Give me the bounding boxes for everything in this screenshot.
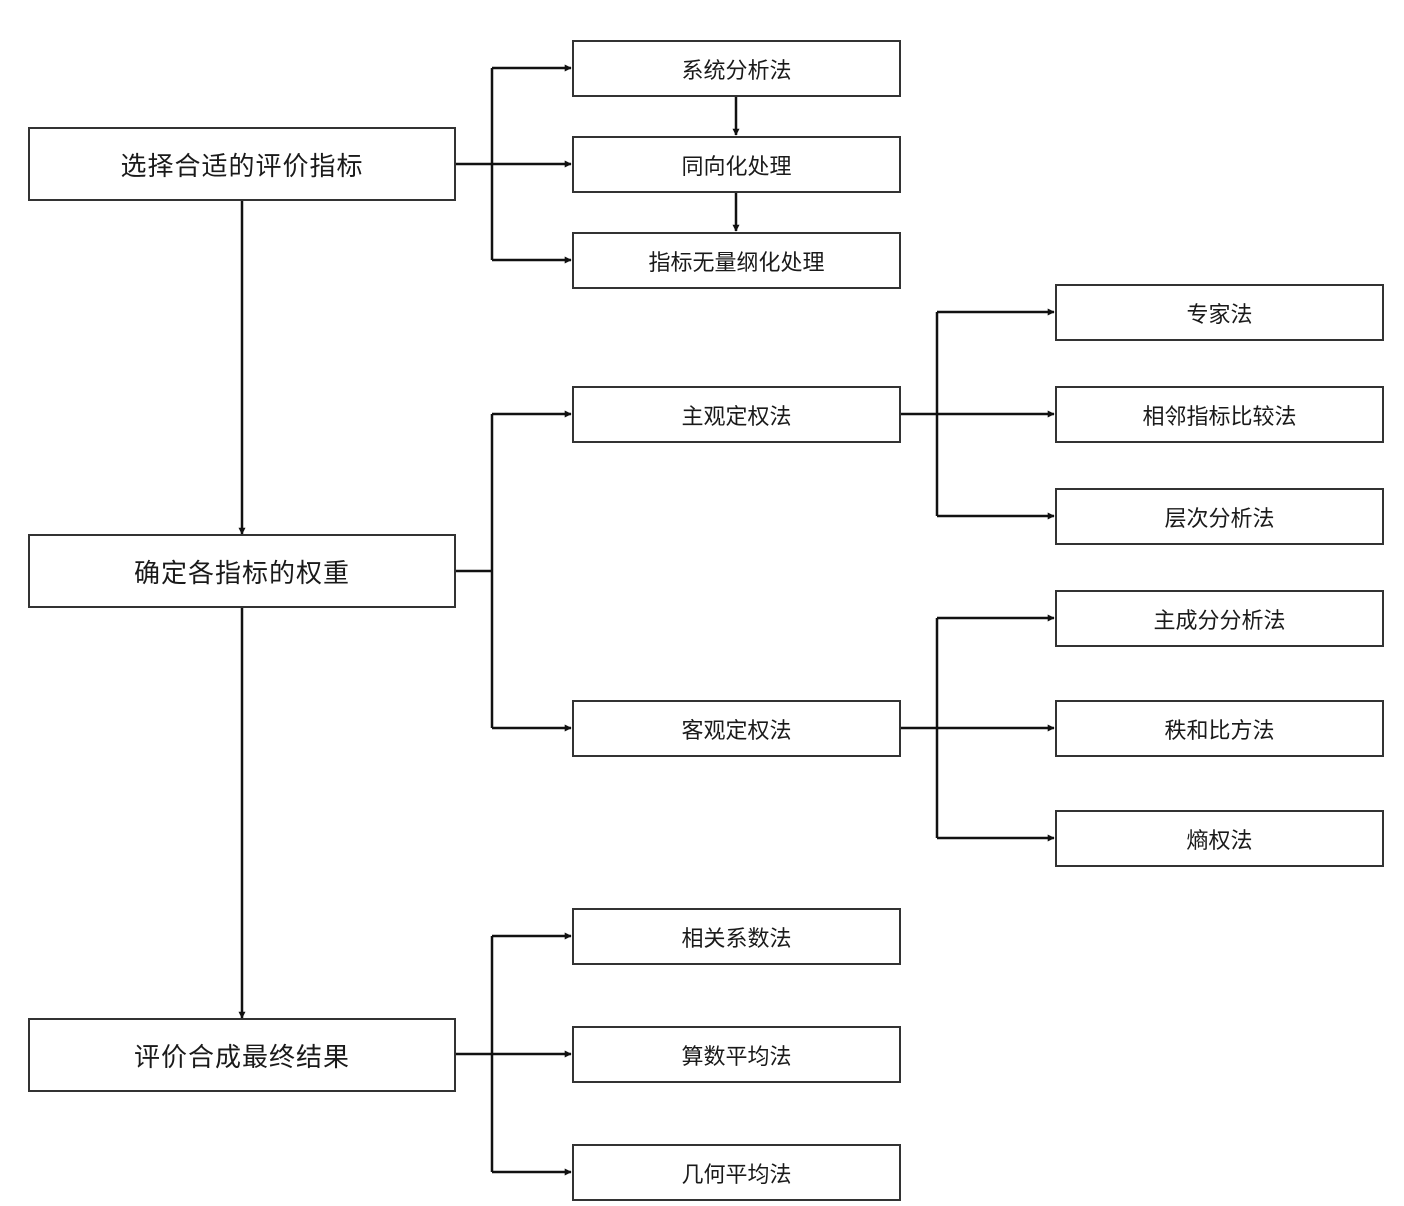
method-correlation: 相关系数法	[572, 908, 901, 965]
step-determine-weights: 确定各指标的权重	[28, 534, 456, 608]
method-entropy: 熵权法	[1055, 810, 1384, 867]
method-subjective-weighting: 主观定权法	[572, 386, 901, 443]
method-rank-sum-ratio: 秩和比方法	[1055, 700, 1384, 757]
method-adjacent-compare: 相邻指标比较法	[1055, 386, 1384, 443]
method-geometric-mean: 几何平均法	[572, 1144, 901, 1201]
method-expert: 专家法	[1055, 284, 1384, 341]
method-objective-weighting: 客观定权法	[572, 700, 901, 757]
method-dimensionless: 指标无量纲化处理	[572, 232, 901, 289]
step-combine-results: 评价合成最终结果	[28, 1018, 456, 1092]
method-pca: 主成分分析法	[1055, 590, 1384, 647]
method-arithmetic-mean: 算数平均法	[572, 1026, 901, 1083]
step-select-indicators: 选择合适的评价指标	[28, 127, 456, 201]
method-same-direction: 同向化处理	[572, 136, 901, 193]
method-ahp: 层次分析法	[1055, 488, 1384, 545]
method-system-analysis: 系统分析法	[572, 40, 901, 97]
